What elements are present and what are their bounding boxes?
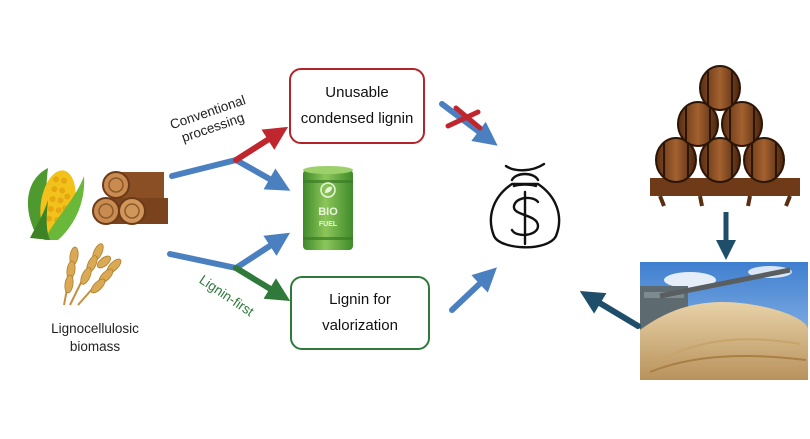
biomass-label-line1: Lignocellulosic	[51, 321, 139, 336]
unusable-condensed-lignin-label: Unusable condensed lignin	[300, 84, 414, 127]
conventional-flow-arrows	[169, 126, 291, 191]
money-bag-icon	[489, 162, 561, 249]
corn-icon	[27, 168, 85, 240]
lignin-first-flow-arrows	[167, 232, 291, 301]
biofuel-barrel-icon: BIO FUEL	[303, 166, 353, 250]
barrels-icon	[650, 65, 800, 207]
unusable-condensed-lignin-box: Unusable condensed lignin	[289, 68, 425, 144]
lignocellulosic-biomass-label: Lignocellulosic biomass	[50, 320, 140, 356]
valorization-arrow	[449, 267, 497, 313]
biomass-label-line2: biomass	[69, 339, 121, 354]
lignin-for-valorization-label: Lignin for valorization	[322, 291, 398, 334]
sawdust-photo	[640, 262, 808, 380]
sawdust-to-money-arrow	[579, 291, 641, 329]
blocked-arrow	[439, 101, 498, 146]
cross-mark-icon	[445, 105, 483, 131]
wheat-icon	[63, 243, 122, 306]
logs-icon	[92, 171, 168, 225]
lignin-for-valorization-box: Lignin for valorization	[290, 276, 430, 350]
biofuel-barrel-label-line2: FUEL	[319, 221, 338, 228]
biofuel-barrel-label-line1: BIO	[318, 206, 338, 218]
